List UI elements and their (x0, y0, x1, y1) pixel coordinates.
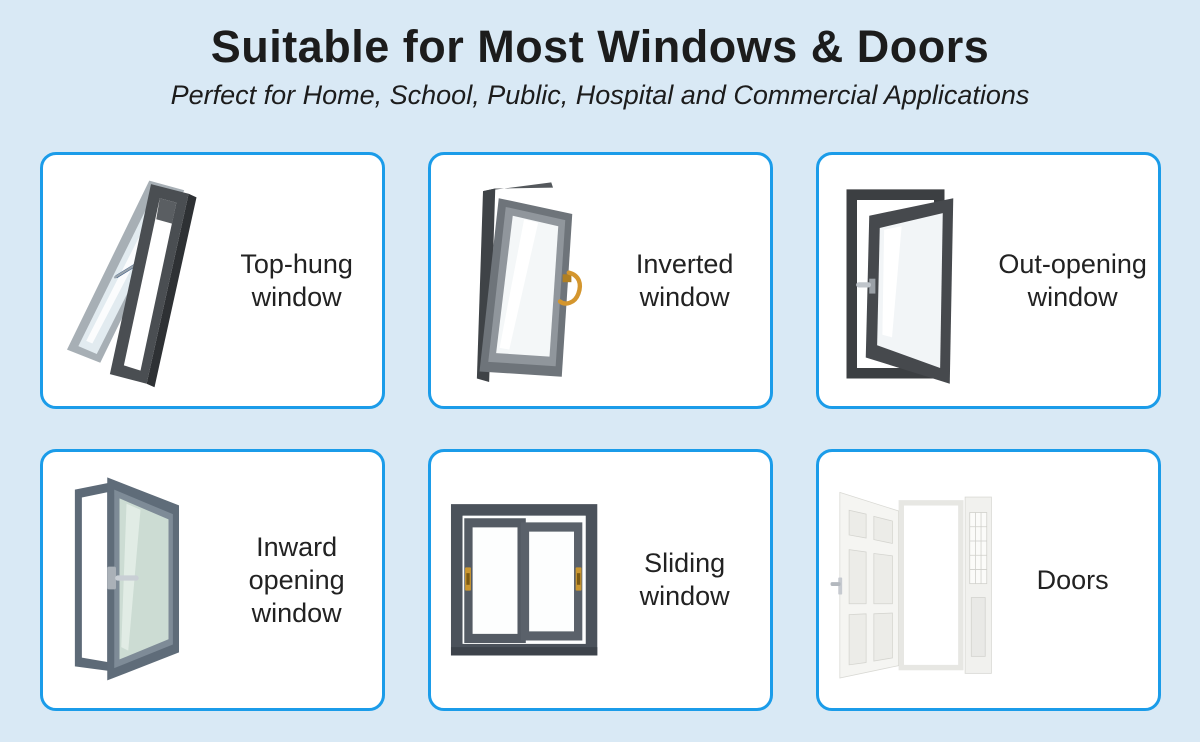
sliding-window-figure (431, 452, 607, 708)
card-top-hung-window: Top-hung window (40, 152, 385, 409)
header: Suitable for Most Windows & Doors Perfec… (0, 0, 1200, 111)
inward-opening-window-image (74, 477, 180, 681)
card-doors: Doors (816, 449, 1161, 711)
inverted-window-figure (431, 155, 607, 406)
page-title: Suitable for Most Windows & Doors (210, 21, 990, 72)
sliding-window-image (450, 504, 598, 656)
card-label: Doors (1036, 564, 1109, 595)
inverted-window-labelbox: Inverted window (607, 248, 770, 314)
card-out-opening-window: Out-opening window (816, 152, 1161, 409)
top-hung-window-image (67, 180, 197, 388)
doors-labelbox: Doors (995, 564, 1158, 597)
cards-grid: Top-hung window (40, 152, 1161, 711)
card-inward-opening-window: Inward opening window (40, 449, 385, 711)
card-label: Inverted window (635, 248, 734, 312)
card-label: Out-opening window (998, 248, 1147, 312)
doors-figure (819, 452, 995, 708)
inward-opening-window-labelbox: Inward opening window (219, 531, 382, 630)
page-subtitle: Perfect for Home, School, Public, Hospit… (170, 80, 1030, 110)
card-label: Sliding window (639, 548, 730, 611)
out-opening-window-figure (819, 155, 995, 406)
inward-opening-window-figure (43, 452, 219, 708)
top-hung-window-labelbox: Top-hung window (219, 248, 382, 314)
out-opening-window-labelbox: Out-opening window (995, 248, 1158, 314)
card-label: Inward opening window (248, 531, 345, 628)
top-hung-window-figure (43, 155, 219, 406)
doors-image (830, 492, 992, 679)
out-opening-window-image (846, 189, 954, 384)
inverted-window-image (476, 182, 583, 383)
card-sliding-window: Sliding window (428, 449, 773, 711)
card-inverted-window: Inverted window (428, 152, 773, 409)
sliding-window-labelbox: Sliding window (607, 547, 770, 613)
card-label: Top-hung window (240, 248, 353, 312)
